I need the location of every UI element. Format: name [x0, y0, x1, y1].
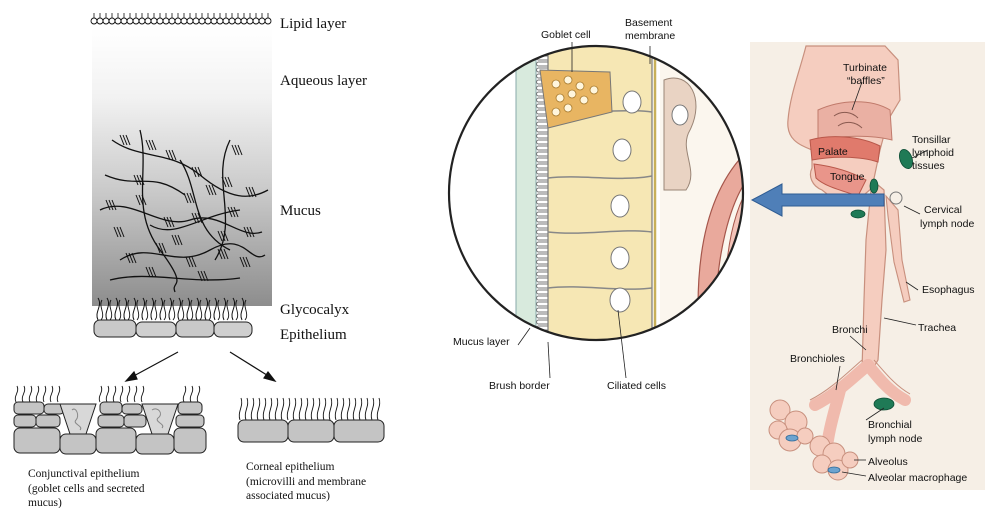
turbinate-label-1: Turbinate	[843, 62, 887, 74]
split-arrows	[126, 352, 275, 381]
conjunctival-caption-2: (goblet cells and secreted	[28, 483, 145, 495]
goblet-cell-label: Goblet cell	[541, 29, 591, 41]
airway-epithelium-panel: Goblet cell Basement membrane Mucus laye…	[440, 17, 760, 392]
tear-film-panel: Lipid layer Aqueous layer Mucus Glycocal…	[14, 13, 384, 508]
brush-border-label: Brush border	[489, 380, 550, 392]
trachea-label: Trachea	[918, 322, 956, 334]
aqueous-layer-label: Aqueous layer	[280, 73, 367, 89]
tonsillar-label-2: lymphoid	[912, 147, 954, 159]
mucus-layer-label: Mucus layer	[453, 336, 510, 348]
esophagus-label: Esophagus	[922, 284, 975, 296]
alveolar-macrophage-label: Alveolar macrophage	[868, 472, 967, 484]
corneal-caption-2: (microvilli and membrane	[246, 476, 366, 488]
glycocalyx-label: Glycocalyx	[280, 302, 350, 318]
tongue-label: Tongue	[830, 171, 865, 183]
conjunctival-epithelium-graphic	[14, 386, 206, 454]
ciliated-cells-label: Ciliated cells	[607, 380, 666, 392]
cervical-label-1: Cervical	[924, 204, 962, 216]
palate-label: Palate	[818, 146, 848, 158]
bronchial-label-2: lymph node	[868, 433, 922, 445]
corneal-caption-3: associated mucus)	[246, 490, 330, 502]
alveolus-label: Alveolus	[868, 456, 908, 468]
conjunctival-caption-3: mucus)	[28, 497, 62, 508]
cervical-label-2: lymph node	[920, 218, 974, 230]
lipid-layer-label: Lipid layer	[280, 16, 346, 32]
epithelium-label: Epithelium	[280, 327, 347, 343]
tear-film-gradient	[92, 28, 272, 306]
lipid-layer-graphic	[91, 13, 271, 24]
turbinate-label-2: “baffles”	[847, 75, 885, 87]
basement-membrane-label-1: Basement	[625, 17, 672, 29]
corneal-caption-1: Corneal epithelium	[246, 461, 335, 473]
conjunctival-caption-1: Conjunctival epithelium	[28, 468, 140, 480]
mucus-layer-graphic	[516, 40, 536, 350]
bronchioles-label: Bronchioles	[790, 353, 845, 365]
basement-membrane-label-2: membrane	[625, 30, 675, 42]
tonsillar-label-1: Tonsillar	[912, 134, 951, 146]
respiratory-tract-panel: Turbinate “baffles” Tonsillar lymphoid t…	[750, 42, 985, 490]
bronchi-label: Bronchi	[832, 324, 868, 336]
bronchial-label-1: Bronchial	[868, 419, 912, 431]
corneal-epithelium-graphic	[238, 398, 384, 442]
tonsillar-label-3: tissues	[912, 160, 945, 172]
epithelium-cells	[94, 320, 252, 337]
mucus-label: Mucus	[280, 203, 321, 219]
